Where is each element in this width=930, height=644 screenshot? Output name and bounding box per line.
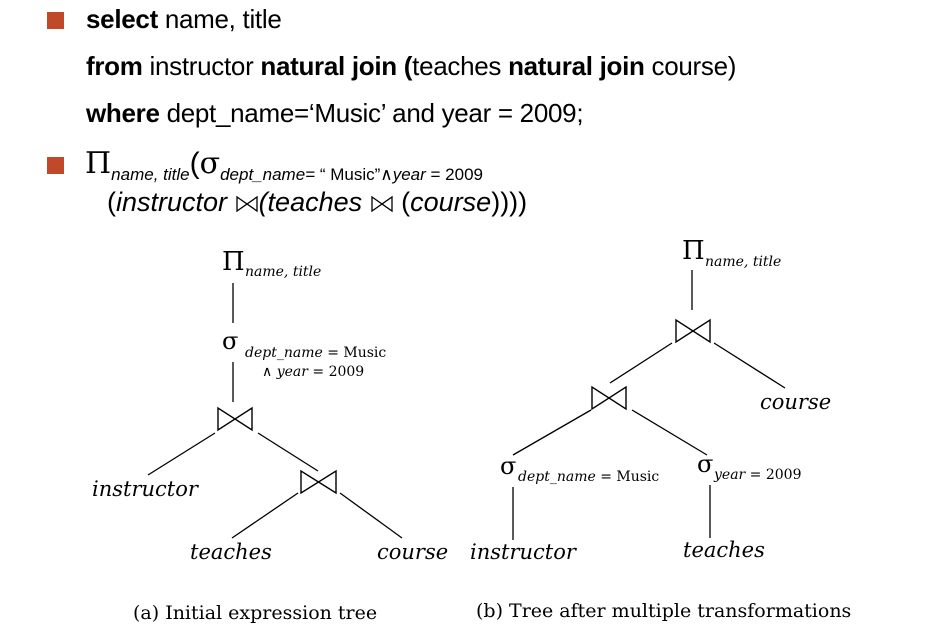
tree-a-pi: Π xyxy=(222,247,245,277)
tree-b-sigma-left-rest: = Music xyxy=(596,469,660,485)
natural-join-icon xyxy=(591,385,627,411)
tree-a-sigma-cond1-rest: = Music xyxy=(323,345,387,361)
sql-from-teaches: teaches xyxy=(412,51,509,81)
tree-a-edge-join1-join2 xyxy=(257,432,319,472)
tree-b-sigma-right-cond: year = 2009 xyxy=(713,467,802,483)
tree-a-sigma-cond2: ∧ year = 2009 xyxy=(262,364,364,380)
ra-expression-line1: Πname, title(σdept_name= “ Music”∧year =… xyxy=(85,146,483,184)
tree-b-sigma-left-cond: dept_name = Music xyxy=(518,469,659,485)
tree-b-sigma-right-rest: = 2009 xyxy=(745,467,801,483)
sql-from-course: course) xyxy=(644,51,737,81)
tree-edges xyxy=(147,270,786,540)
tree-b-edge-join2-sigma-right xyxy=(631,409,708,456)
ra-and-symbol: ∧ xyxy=(380,165,393,184)
natural-join-icon xyxy=(300,469,337,495)
tree-b-sigma-left: σ xyxy=(500,452,516,480)
ra-sigma-value: “ Music” xyxy=(315,165,381,184)
ra-sigma-attr: dept_name= xyxy=(220,165,316,184)
sql-select-columns: name, title xyxy=(157,4,282,34)
tree-b-edge-join2-sigma-left xyxy=(512,409,592,456)
tree-b-leaf-course: course xyxy=(760,390,831,414)
sql-natural-join-1: natural join ( xyxy=(260,51,413,81)
bullet-sql xyxy=(47,12,64,29)
ra-line2-teaches: (teaches xyxy=(258,187,363,217)
tree-b-sigma-right: σ xyxy=(697,450,713,478)
ra-open-paren: ( xyxy=(189,147,200,180)
ra-sigma-year-value: = 2009 xyxy=(425,165,483,184)
natural-join-icon xyxy=(217,406,253,432)
tree-b-edge-join1-course xyxy=(713,342,786,389)
ra-line2-course: course xyxy=(410,187,492,217)
natural-join-icon xyxy=(370,195,393,213)
sql-select-keyword: select xyxy=(86,4,158,34)
ra-pi-subscript: name, title xyxy=(111,165,190,184)
sql-where-keyword: where xyxy=(86,98,160,128)
tree-a-sigma-cond1: dept_name = Music xyxy=(245,345,386,361)
tree-a-edge-join2-teaches xyxy=(231,492,299,539)
ra-line2-instructor: instructor xyxy=(116,187,228,217)
tree-a-sigma-cond2-attr: year xyxy=(272,364,309,380)
sql-from-keyword: from xyxy=(86,51,143,81)
ra-sigma-symbol: σ xyxy=(199,146,221,181)
tree-a-sigma-cond1-attr: dept_name xyxy=(245,345,323,361)
ra-expression-line2: (instructor (teaches (course)))) xyxy=(107,187,527,218)
tree-b-leaf-teaches: teaches xyxy=(683,538,765,562)
tree-a-pi-sub: name, title xyxy=(245,264,321,280)
natural-join-icon xyxy=(235,195,258,213)
ra-line2-close: )))) xyxy=(491,187,528,217)
bullet-relational-algebra xyxy=(47,157,64,174)
sql-natural-join-2: natural join xyxy=(508,51,645,81)
tree-b-sigma-right-attr: year xyxy=(713,467,747,483)
tree-b-caption: (b) Tree after multiple transformations xyxy=(476,600,851,622)
sql-from-instructor: instructor xyxy=(142,51,261,81)
sql-from-line: from instructor natural join (teaches na… xyxy=(86,51,736,82)
ra-pi-symbol: Π xyxy=(85,146,112,181)
sql-where-condition: dept_name=‘Music’ and year = 2009; xyxy=(159,98,584,128)
tree-a-edge-join1-instructor xyxy=(147,432,216,476)
tree-a-leaf-course: course xyxy=(377,540,448,564)
sql-select-line: select name, title xyxy=(86,4,282,35)
ra-sigma-year: year xyxy=(392,165,426,184)
ra-line2-open-paren: ( xyxy=(107,187,116,217)
tree-b-pi-sub: name, title xyxy=(705,254,781,270)
tree-a-leaf-instructor: instructor xyxy=(92,477,200,501)
tree-a-edge-join2-course xyxy=(339,492,403,539)
natural-join-icon xyxy=(675,318,711,344)
tree-b-leaf-instructor: instructor xyxy=(470,540,578,564)
tree-b-edge-join1-join2 xyxy=(609,342,673,384)
tree-a-sigma-cond2-rest: = 2009 xyxy=(308,364,364,380)
sql-where-line: where dept_name=‘Music’ and year = 2009; xyxy=(86,98,584,129)
tree-a-caption: (a) Initial expression tree xyxy=(133,602,377,624)
tree-b-sigma-left-attr: dept_name xyxy=(518,469,596,485)
ra-line2-course-open: ( xyxy=(401,187,411,217)
tree-a-leaf-teaches: teaches xyxy=(190,540,272,564)
tree-b-pi: Π xyxy=(682,236,705,266)
tree-a-sigma: σ xyxy=(222,327,238,355)
tree-a-sigma-and: ∧ xyxy=(262,364,272,380)
